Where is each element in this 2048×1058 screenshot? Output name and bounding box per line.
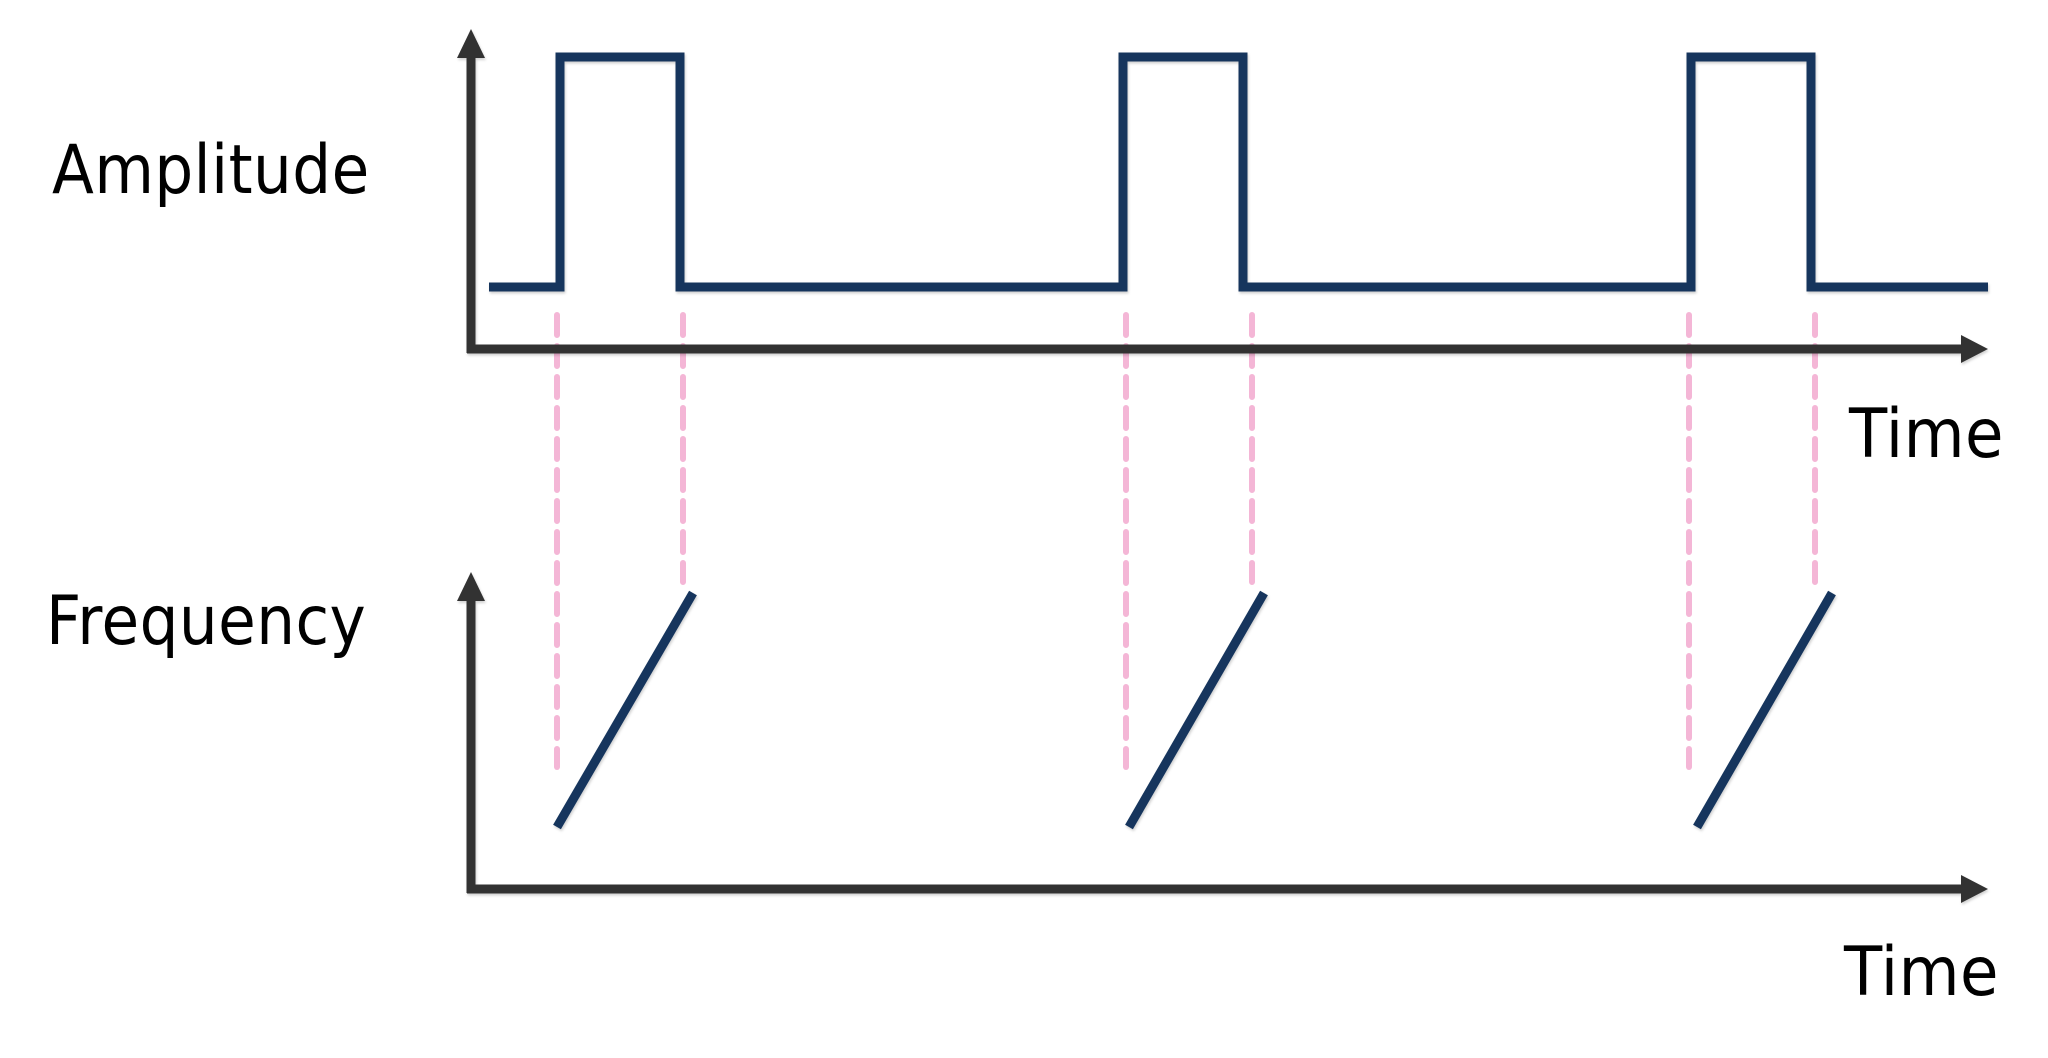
frequency-chirp-ramp	[1693, 590, 1836, 830]
frequency-chirp-ramps	[553, 590, 1836, 830]
frequency-chirp-ramp	[1125, 590, 1268, 830]
frequency-x-axis-label: Time	[1844, 933, 1999, 1012]
dashed-guide-lines	[554, 312, 1818, 770]
amplitude-y-axis-label: Amplitude	[52, 131, 370, 210]
frequency-y-axis-label: Frequency	[46, 582, 367, 661]
amplitude-x-axis-arrowhead-icon	[1961, 335, 1988, 363]
frequency-chirp-ramp	[553, 590, 697, 830]
amplitude-axes	[457, 29, 1988, 363]
amplitude-y-axis-arrowhead-icon	[457, 29, 485, 58]
frequency-axes	[457, 572, 1988, 903]
frequency-x-axis-arrowhead-icon	[1961, 875, 1988, 903]
amplitude-x-axis-label: Time	[1849, 395, 2004, 474]
frequency-y-axis-arrowhead-icon	[457, 572, 485, 601]
amplitude-pulse-signal	[489, 52, 1988, 292]
